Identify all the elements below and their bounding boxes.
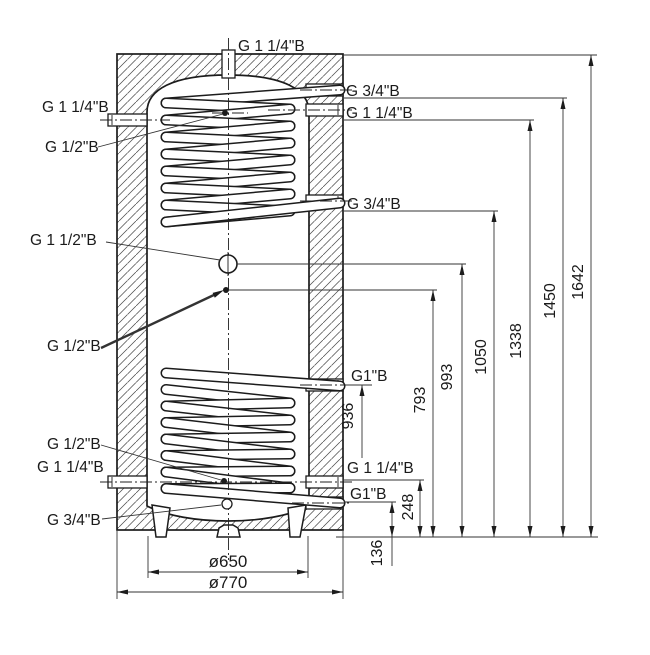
leader-g34-drain [101,504,222,520]
label-right-1: G 1 1/4"B [346,105,413,122]
dim-993: 993 [439,364,456,391]
dim-1642: 1642 [570,264,587,300]
sensor-dot-middle [223,287,229,293]
leader-lines [97,113,224,520]
label-right-5: G1"B [350,486,387,503]
sensor-dot-lower [221,478,227,484]
dim-1450: 1450 [542,283,559,319]
label-left-1: G 1/2"B [45,139,99,156]
dimension-lines [359,55,594,566]
dim-136: 136 [369,540,386,567]
leader-g12-upper [97,113,224,148]
upper-coil [160,84,346,228]
label-left-5: G 1 1/4"B [37,459,104,476]
right-leg [287,504,307,538]
tank-legs [151,504,307,538]
dim-248: 248 [400,494,417,521]
drain-port-circle [221,498,233,510]
label-right-2: G 3/4"B [347,196,401,213]
port-labels: G 1 1/4"B G 1 1/4"B G 1/2"B G 1 1/2"B G … [30,38,414,529]
dim-dia-650: ø650 [209,552,248,571]
label-right-0: G 3/4"B [346,83,400,100]
reference-lines [229,54,598,538]
label-top-vent: G 1 1/4"B [238,38,305,55]
label-right-4: G 1 1/4"B [347,460,414,477]
label-right-3: G1"B [351,368,388,385]
dimension-arrows [359,55,594,537]
label-left-6: G 3/4"B [47,512,101,529]
drain-nozzle [216,524,241,538]
diameter-dimensions [116,531,344,599]
dim-1338: 1338 [508,323,525,359]
leader-arrowhead [212,290,224,298]
label-left-2: G 1 1/2"B [30,232,97,249]
dim-1050: 1050 [473,339,490,375]
lower-coil [160,367,346,509]
leader-g12-mid [100,292,217,350]
label-left-0: G 1 1/4"B [42,99,109,116]
dim-936: 936 [340,403,357,430]
dimension-labels: 936 248 136 793 993 1050 1338 1450 1642 … [209,264,587,592]
left-leg [151,504,171,538]
dim-dia-770: ø770 [209,573,248,592]
label-left-4: G 1/2"B [47,436,101,453]
leader-g112 [105,241,221,261]
leader-g12-lower [100,444,222,481]
port-symbols [218,110,238,510]
label-left-3: G 1/2"B [47,338,101,355]
dim-793: 793 [412,387,429,414]
sensor-dot-upper [222,110,228,116]
